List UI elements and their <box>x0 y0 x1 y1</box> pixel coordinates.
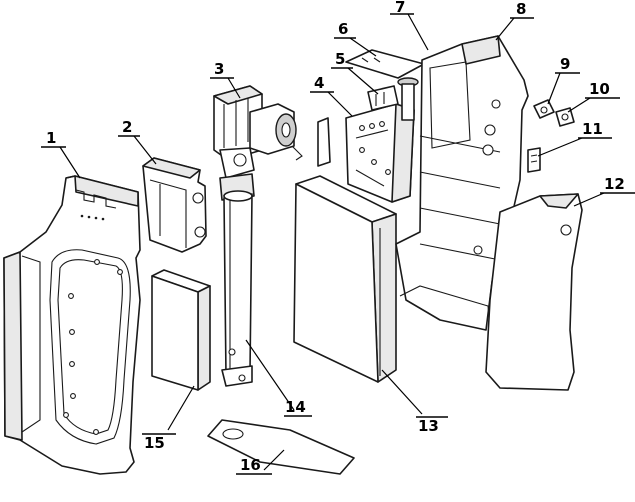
callout-6: 6 <box>338 20 348 38</box>
part-1-left-housing <box>3 175 141 475</box>
callout-16: 16 <box>240 456 261 474</box>
part-11-switch <box>527 147 541 173</box>
callout-7: 7 <box>395 0 405 16</box>
part-3-mechanism <box>213 85 303 179</box>
callout-labels: 1 2 3 4 5 6 7 8 9 10 11 12 13 14 15 16 <box>46 0 625 474</box>
callout-13: 13 <box>418 417 439 435</box>
callout-5: 5 <box>335 50 345 68</box>
part-16-cover <box>207 419 355 475</box>
part-15-block <box>151 269 211 391</box>
callout-2: 2 <box>122 118 132 136</box>
callout-9: 9 <box>560 55 570 73</box>
callout-15: 15 <box>144 434 165 452</box>
callout-8: 8 <box>516 0 526 18</box>
part-12-grip <box>485 193 583 391</box>
callout-10: 10 <box>589 80 610 98</box>
part-10-nut <box>555 107 575 127</box>
callout-14: 14 <box>285 398 306 416</box>
part-9-clip <box>533 99 555 119</box>
callout-11: 11 <box>582 120 603 138</box>
part-14-tube <box>219 173 255 387</box>
callout-4: 4 <box>314 74 324 92</box>
leader-lines <box>41 13 635 475</box>
part-2-bracket <box>142 157 207 253</box>
part-13-battery <box>293 175 397 383</box>
callout-12: 12 <box>604 175 625 193</box>
callout-3: 3 <box>214 60 224 78</box>
part-6-plate <box>345 49 425 121</box>
callout-1: 1 <box>46 129 56 147</box>
